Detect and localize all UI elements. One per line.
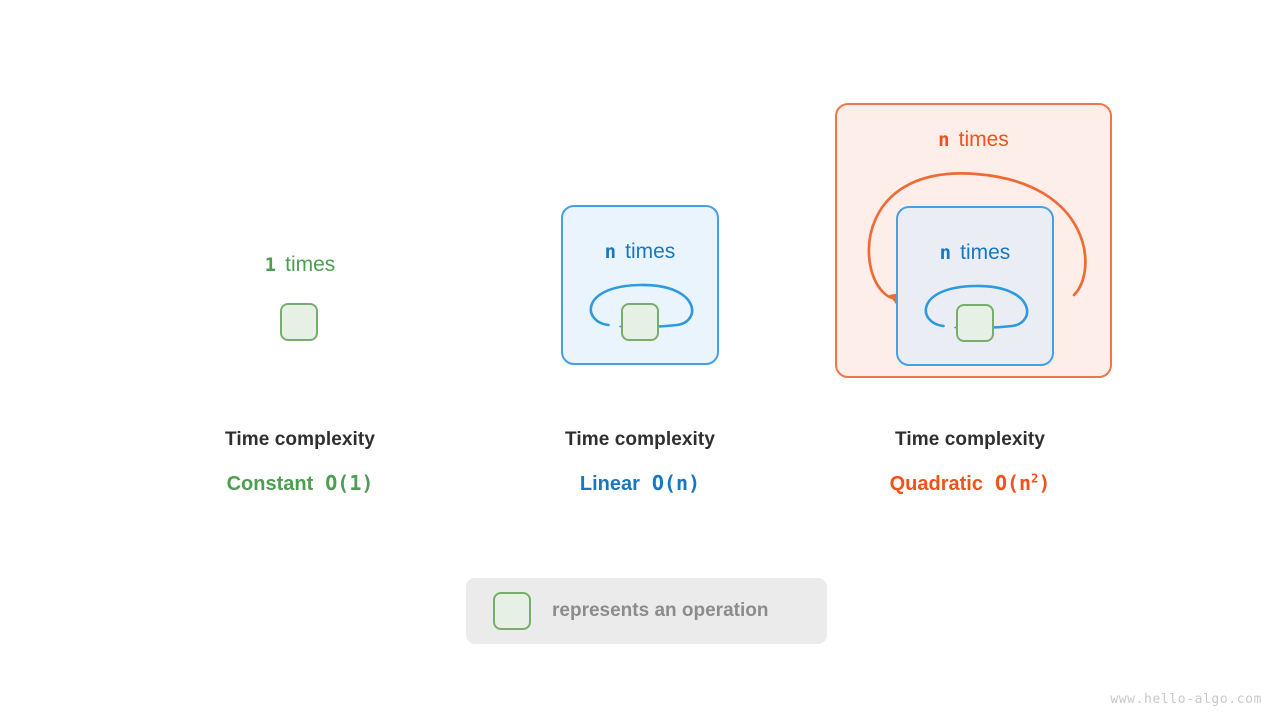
caption-title: Time complexity [894, 429, 1046, 450]
quadratic-inner-count-number: n [939, 242, 952, 264]
caption-linear: Time complexity Linear O(n) [490, 430, 790, 494]
legend-label: represents an operation [552, 600, 769, 621]
watermark: www.hello-algo.com [1110, 692, 1262, 707]
quadratic-outer-count-word: times [958, 128, 1009, 151]
green-rounded-square-icon [493, 592, 531, 630]
linear-count-label: n times [563, 241, 717, 262]
linear-count-number: n [604, 241, 617, 263]
constant-count-word: times [285, 253, 336, 276]
caption-value: Linear O(n) [490, 473, 790, 494]
panel-constant: 1 times [150, 240, 450, 380]
quadratic-inner-loop-box: n times [896, 206, 1054, 366]
panel-linear: n times [490, 205, 790, 380]
quadratic-outer-loop-box: n times n times [835, 103, 1112, 378]
linear-loop-arrow [589, 283, 694, 336]
caption-constant: Time complexity Constant O(1) [150, 430, 450, 494]
constant-count-number: 1 [264, 254, 277, 276]
legend-box: represents an operation [466, 578, 827, 644]
big-o-notation: O(1) [325, 471, 374, 495]
big-o-exponent: 2 [1031, 471, 1039, 486]
caption-value: Constant O(1) [150, 473, 450, 494]
panel-quadratic: n times n times [820, 100, 1120, 385]
linear-loop-box: n times [561, 205, 719, 365]
quadratic-inner-count-word: times [960, 241, 1011, 264]
operation-square [621, 303, 659, 341]
complexity-name: Constant [226, 473, 314, 495]
big-o-close: ) [1038, 471, 1051, 495]
caption-title: Time complexity [224, 429, 376, 450]
operation-square [280, 303, 318, 341]
operation-square [956, 304, 994, 342]
quadratic-outer-loop-arrow [867, 172, 1087, 309]
big-o-notation: O(n2) [995, 471, 1050, 495]
linear-count-word: times [625, 240, 676, 263]
quadratic-inner-count-label: n times [898, 242, 1052, 263]
constant-count-label: 1 times [150, 254, 450, 275]
caption-quadratic: Time complexity Quadratic O(n2) [820, 430, 1120, 494]
big-o-base: O(n [994, 471, 1032, 495]
quadratic-outer-count-number: n [938, 129, 950, 151]
big-o-notation: O(n) [651, 471, 701, 495]
quadratic-outer-count-label: n times [837, 129, 1110, 150]
complexity-name: Quadratic [889, 473, 983, 495]
caption-title: Time complexity [564, 429, 716, 450]
caption-value: Quadratic O(n2) [820, 471, 1120, 495]
quadratic-inner-loop-arrow [924, 284, 1029, 337]
complexity-name: Linear [579, 473, 640, 495]
